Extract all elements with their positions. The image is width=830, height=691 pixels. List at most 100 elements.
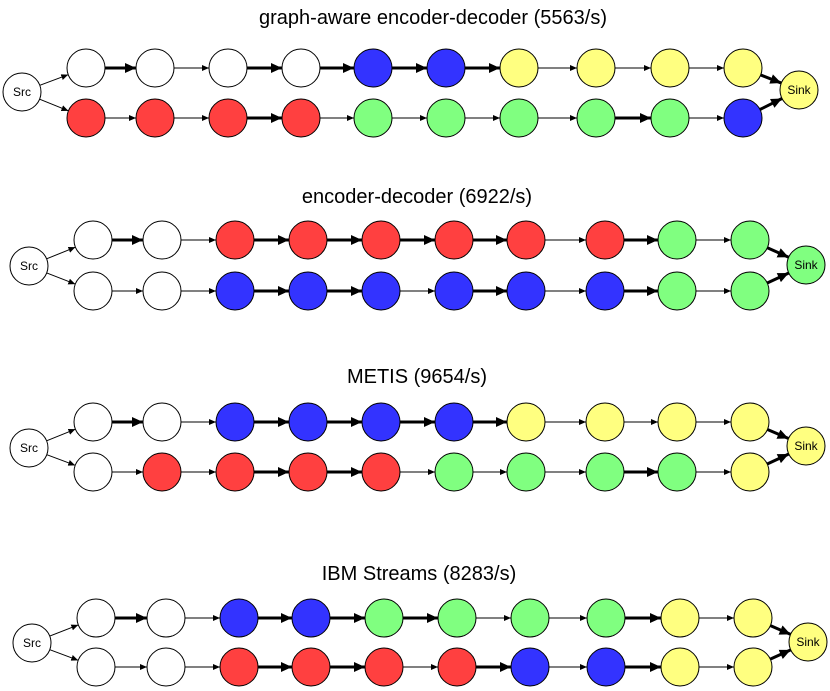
operator-node — [730, 220, 770, 260]
operator-node — [426, 48, 466, 88]
operator-node — [219, 598, 259, 638]
operator-node — [586, 647, 626, 687]
operator-node — [73, 271, 113, 311]
operator-node — [585, 452, 625, 492]
operator-node — [576, 98, 616, 138]
operator-node — [650, 48, 690, 88]
operator-node — [66, 48, 106, 88]
source-node-label: Src — [13, 85, 31, 99]
operator-node — [76, 647, 116, 687]
panel-title: METIS (9654/s) — [347, 366, 487, 388]
operator-node — [291, 647, 331, 687]
sink-node-label: Sink — [787, 83, 811, 97]
operator-node — [146, 598, 186, 638]
operator-node — [730, 271, 770, 311]
operator-node — [723, 98, 763, 138]
operator-node — [506, 220, 546, 260]
operator-node — [353, 48, 393, 88]
operator-node — [219, 647, 259, 687]
operator-node — [510, 647, 550, 687]
operator-node — [208, 98, 248, 138]
edge-thick — [760, 73, 782, 85]
operator-node — [281, 98, 321, 138]
operator-node — [215, 452, 255, 492]
operator-node — [657, 220, 697, 260]
edge-thin — [46, 454, 76, 466]
panel-title: IBM Streams (8283/s) — [322, 563, 517, 585]
source-node — [9, 246, 49, 286]
operator-node — [73, 220, 113, 260]
operator-node — [288, 402, 328, 442]
operator-node — [288, 220, 328, 260]
operator-node — [506, 452, 546, 492]
edge-thick — [766, 452, 790, 466]
operator-node — [660, 647, 700, 687]
operator-node — [353, 98, 393, 138]
edge-thin — [46, 246, 76, 260]
operator-node — [510, 598, 550, 638]
edge-thin — [46, 428, 76, 442]
operator-node — [733, 647, 773, 687]
panel-title: graph-aware encoder-decoder (5563/s) — [259, 7, 607, 29]
operator-node — [499, 48, 539, 88]
operator-node — [361, 220, 401, 260]
operator-node — [586, 598, 626, 638]
edge-thin — [39, 74, 69, 86]
operator-node — [215, 271, 255, 311]
source-node — [9, 428, 49, 468]
operator-node — [76, 598, 116, 638]
edge-thin — [49, 624, 79, 637]
sink-node-label: Sink — [794, 258, 818, 272]
edge-thin — [46, 272, 76, 285]
operator-node — [208, 48, 248, 88]
operator-node — [499, 98, 539, 138]
panel-graph: Src Sink — [2, 48, 819, 138]
operator-node — [730, 452, 770, 492]
operator-node — [215, 402, 255, 442]
edge-thick — [766, 428, 790, 440]
panel-graph: Src Sink — [9, 220, 826, 311]
edge-thin — [39, 98, 69, 112]
operator-node — [585, 220, 625, 260]
operator-node — [146, 647, 186, 687]
operator-node — [657, 271, 697, 311]
source-node-label: Src — [20, 441, 38, 455]
operator-node — [733, 598, 773, 638]
operator-node — [657, 452, 697, 492]
edge-thick — [769, 624, 792, 636]
source-node-label: Src — [20, 259, 38, 273]
edge-thick — [759, 97, 783, 111]
operator-node — [142, 402, 182, 442]
operator-node — [73, 452, 113, 492]
operator-node — [434, 271, 474, 311]
operator-node — [66, 98, 106, 138]
operator-node — [281, 48, 321, 88]
panel-title: encoder-decoder (6922/s) — [302, 186, 532, 208]
operator-node — [434, 402, 474, 442]
operator-node — [576, 48, 616, 88]
operator-node — [291, 598, 331, 638]
source-node — [12, 623, 52, 663]
source-node — [2, 72, 42, 112]
source-node-label: Src — [23, 636, 41, 650]
operator-node — [361, 402, 401, 442]
operator-node — [585, 271, 625, 311]
operator-node — [288, 452, 328, 492]
operator-node — [361, 271, 401, 311]
operator-node — [437, 598, 477, 638]
edge-thick — [769, 648, 792, 661]
sink-node — [788, 622, 828, 662]
operator-node — [585, 402, 625, 442]
operator-node — [437, 647, 477, 687]
edge-thin — [49, 649, 79, 661]
operator-node — [73, 402, 113, 442]
operator-node — [434, 220, 474, 260]
edge-thick — [766, 271, 790, 285]
operator-node — [730, 402, 770, 442]
sink-node — [779, 70, 819, 110]
operator-node — [142, 220, 182, 260]
operator-node — [142, 271, 182, 311]
